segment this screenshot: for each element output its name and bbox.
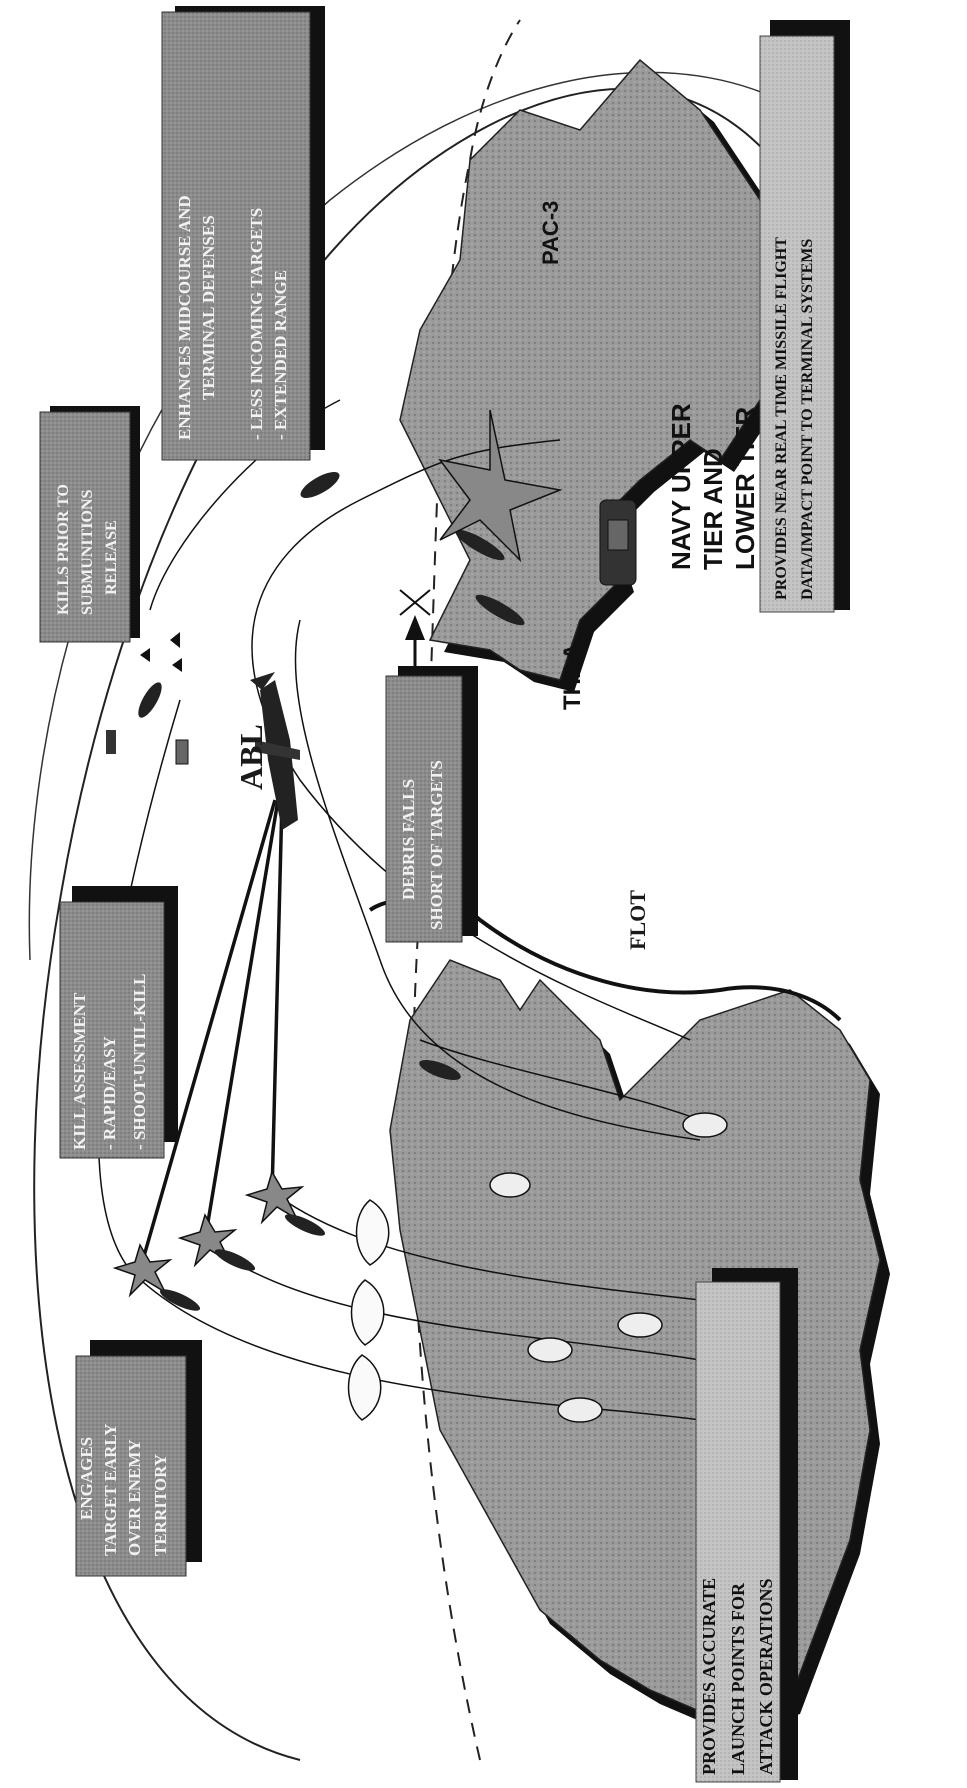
svg-text:TERMINAL DEFENSES: TERMINAL DEFENSES xyxy=(199,215,218,400)
intercept-bursts xyxy=(115,1172,302,1295)
svg-text:TARGET EARLY: TARGET EARLY xyxy=(101,1424,120,1556)
svg-text:DEBRIS FALLS: DEBRIS FALLS xyxy=(399,779,418,900)
svg-text:ENHANCES MIDCOURSE AND: ENHANCES MIDCOURSE AND xyxy=(175,195,194,440)
svg-text:DATA/IMPACT POINT TO TERMINAL: DATA/IMPACT POINT TO TERMINAL SYSTEMS xyxy=(799,239,816,600)
flot-label: FLOT xyxy=(625,890,650,950)
friendly-territory xyxy=(400,60,794,692)
debris-arrow xyxy=(400,590,430,670)
callout-provides-near: PROVIDES NEAR REAL TIME MISSILE FLIGHT D… xyxy=(760,20,850,612)
svg-text:- LESS INCOMING TARGETS: - LESS INCOMING TARGETS xyxy=(247,208,266,440)
callout-kills-prior: KILLS PRIOR TO SUBMUNITIONS RELEASE xyxy=(40,406,140,642)
svg-text:RELEASE: RELEASE xyxy=(103,520,120,595)
svg-text:- SHOOT-UNTIL-KILL: - SHOOT-UNTIL-KILL xyxy=(130,974,149,1151)
callout-provides-accurate: PROVIDES ACCURATE LAUNCH POINTS FOR ATTA… xyxy=(696,1268,798,1782)
svg-text:PROVIDES ACCURATE: PROVIDES ACCURATE xyxy=(699,1578,719,1775)
navy-ship xyxy=(600,500,636,585)
svg-text:TIER AND: TIER AND xyxy=(698,448,728,570)
svg-text:- RAPID/EASY: - RAPID/EASY xyxy=(100,1036,119,1150)
enemy-territory xyxy=(390,960,890,1734)
svg-text:OVER ENEMY: OVER ENEMY xyxy=(125,1439,144,1556)
svg-text:SUBMUNITIONS: SUBMUNITIONS xyxy=(79,490,96,615)
abl-label: ABL xyxy=(233,724,269,790)
svg-text:ENGAGES: ENGAGES xyxy=(77,1437,96,1520)
svg-text:PROVIDES NEAR REAL TIME MISSIL: PROVIDES NEAR REAL TIME MISSILE FLIGHT xyxy=(773,237,790,600)
pac3-label: PAC-3 xyxy=(538,201,563,265)
callout-debris: DEBRIS FALLS SHORT OF TARGETS xyxy=(386,666,478,942)
svg-text:ATTACK OPERATIONS: ATTACK OPERATIONS xyxy=(756,1578,776,1775)
callout-kill-assessment: KILL ASSESSMENT - RAPID/EASY - SHOOT-UNT… xyxy=(60,886,178,1158)
svg-text:TERRITORY: TERRITORY xyxy=(151,1454,170,1556)
debris-field xyxy=(349,1200,389,1420)
svg-text:- EXTENDED RANGE: - EXTENDED RANGE xyxy=(271,270,290,440)
svg-text:LOWER TIER: LOWER TIER xyxy=(730,407,760,570)
callout-engages: ENGAGES TARGET EARLY OVER ENEMY TERRITOR… xyxy=(76,1340,202,1576)
svg-text:NAVY UPPER: NAVY UPPER xyxy=(666,403,696,570)
svg-text:KILL ASSESSMENT: KILL ASSESSMENT xyxy=(70,992,89,1150)
callout-enhances: ENHANCES MIDCOURSE AND TERMINAL DEFENSES… xyxy=(162,6,325,460)
thaad-label: THAA xyxy=(559,643,586,710)
svg-text:KILLS PRIOR TO: KILLS PRIOR TO xyxy=(55,484,72,615)
svg-text:LAUNCH POINTS FOR: LAUNCH POINTS FOR xyxy=(728,1582,748,1775)
svg-text:SHORT OF TARGETS: SHORT OF TARGETS xyxy=(427,760,446,930)
